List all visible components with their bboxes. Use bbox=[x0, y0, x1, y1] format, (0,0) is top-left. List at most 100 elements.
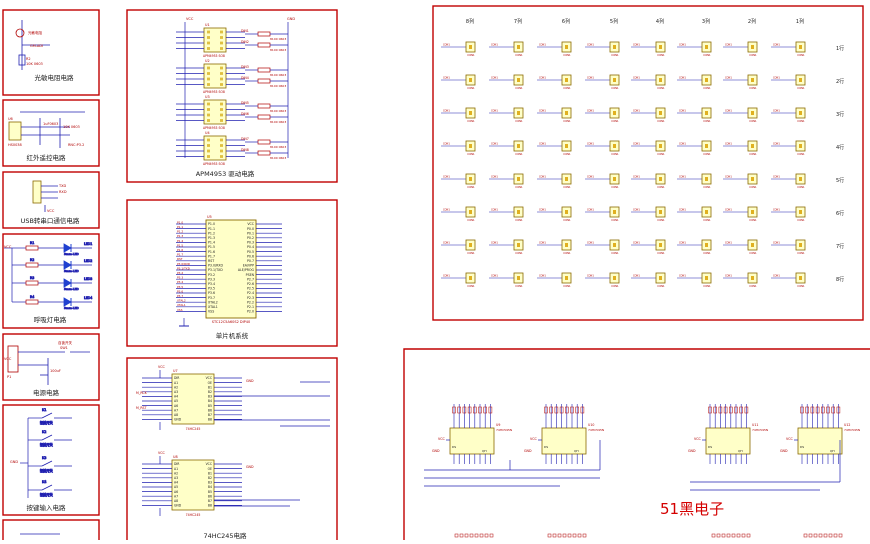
connector-pad bbox=[751, 78, 754, 82]
infrared-title: 红外遥控电路 bbox=[27, 153, 67, 162]
hc245-pin-left: DIR bbox=[174, 376, 180, 380]
matrix-cell-label: CON1 bbox=[563, 119, 571, 123]
matrix-column-label: 8列 bbox=[466, 18, 474, 25]
hc245-pin-left: A5 bbox=[174, 485, 178, 489]
shift-ref-label: U11 bbox=[752, 423, 758, 427]
connector-pad bbox=[565, 243, 568, 247]
matrix-net-label: CON1 bbox=[587, 242, 594, 245]
resistor bbox=[838, 533, 843, 538]
connector-pad bbox=[517, 210, 520, 214]
resistor bbox=[462, 406, 467, 414]
pin-pad bbox=[207, 119, 210, 122]
mcu-net-label-left: RST bbox=[177, 257, 183, 261]
connector-pad bbox=[469, 276, 472, 280]
pin-pad bbox=[207, 30, 210, 34]
hc245-pin-right: B1 bbox=[208, 385, 212, 389]
photo-title: 光敏电阻电路 bbox=[35, 73, 75, 82]
hc245-pin-left: A4 bbox=[174, 481, 178, 485]
mcu-pin-label-right: P0.6 bbox=[247, 254, 254, 258]
matrix-cell-label: CON1 bbox=[797, 152, 805, 156]
matrix-cell-label: CON1 bbox=[657, 53, 665, 57]
resistor bbox=[464, 533, 469, 538]
matrix-cell-label: CON1 bbox=[467, 152, 475, 156]
pin-pad bbox=[220, 30, 223, 34]
resistor bbox=[746, 533, 751, 538]
ir-label-5: HS0038 bbox=[8, 143, 22, 147]
matrix-cell-label: CON1 bbox=[703, 119, 711, 123]
matrix-column-label: 4列 bbox=[656, 18, 664, 25]
shift-gnd-label: GND bbox=[688, 449, 696, 453]
connector-pad bbox=[659, 45, 662, 49]
resistor bbox=[552, 533, 557, 538]
resistor bbox=[805, 406, 809, 414]
shift-pin-ds: DS bbox=[708, 445, 712, 449]
mcu-pin-label-left: P3.3 bbox=[208, 277, 215, 281]
photo-label-4: 10K 0603 bbox=[26, 62, 43, 66]
matrix-net-label: CON1 bbox=[491, 209, 498, 212]
shift-pin-qh: QH bbox=[482, 449, 487, 453]
usb-panel: TXD RXD VCC USB转串口通信电路 bbox=[2, 171, 100, 229]
matrix-cell-label: CON1 bbox=[563, 251, 571, 255]
led-resistor-label: R4 bbox=[30, 295, 34, 299]
mcu-pin-label-left: P3.6 bbox=[208, 291, 215, 295]
pin-pad bbox=[220, 119, 223, 122]
driver-net-label: DIN6 bbox=[241, 112, 249, 116]
matrix-net-label: CON1 bbox=[773, 44, 780, 47]
resistor bbox=[257, 114, 271, 120]
connector-pad bbox=[751, 276, 754, 280]
hc245-pin-left: A6 bbox=[174, 404, 178, 408]
resistor bbox=[741, 533, 746, 538]
matrix-net-label: CON1 bbox=[587, 44, 594, 47]
photo-label-2: GM-ADI bbox=[30, 44, 43, 48]
resistor bbox=[459, 533, 464, 538]
mcu-pin-label-left: P1.1 bbox=[208, 227, 215, 231]
ir-label-4: RNC:P3.2 bbox=[68, 143, 84, 147]
driver-net-label: DIN8 bbox=[241, 148, 249, 152]
driver-resistor-label: 8100 0603 bbox=[270, 84, 286, 88]
connector-pad bbox=[751, 210, 754, 214]
matrix-cell-label: CON1 bbox=[611, 86, 619, 90]
matrix-cell-label: CON1 bbox=[703, 53, 711, 57]
hc245-pin-right: B5 bbox=[208, 404, 212, 408]
shift-register-chip bbox=[541, 427, 587, 455]
matrix-cell-label: CON1 bbox=[797, 53, 805, 57]
matrix-net-label: CON1 bbox=[539, 275, 546, 278]
mcu-pin-label-left: XTAL1 bbox=[208, 305, 218, 309]
matrix-net-label: CON1 bbox=[679, 209, 686, 212]
matrix-cell-label: CON1 bbox=[467, 185, 475, 189]
matrix-net-label: CON1 bbox=[491, 44, 498, 47]
mcu-net-label-left: P1.5 bbox=[177, 243, 183, 247]
matrix-cell-label: CON1 bbox=[611, 119, 619, 123]
shift-gnd-label: GND bbox=[780, 449, 788, 453]
connector-pad bbox=[705, 243, 708, 247]
wire bbox=[41, 460, 53, 467]
extra-left-panel bbox=[2, 519, 100, 544]
matrix-cell-label: CON1 bbox=[703, 185, 711, 189]
pin-pad bbox=[220, 113, 223, 117]
connector-pad bbox=[705, 276, 708, 280]
connector-pad bbox=[751, 111, 754, 115]
matrix-cell-label: CON1 bbox=[467, 218, 475, 222]
usb-label-1: TXD bbox=[58, 184, 67, 188]
mcu-pin-label-right: P0.0 bbox=[247, 227, 254, 231]
usb-title: USB转串口通信电路 bbox=[21, 216, 80, 225]
mcu-net-label-left: P3.7 bbox=[177, 294, 183, 298]
matrix-cell-label: CON1 bbox=[515, 152, 523, 156]
hc245-pin-left: A3 bbox=[174, 390, 178, 394]
resistor bbox=[454, 533, 459, 538]
matrix-cell-label: CON1 bbox=[515, 251, 523, 255]
resistor bbox=[25, 280, 39, 286]
matrix-net-label: CON1 bbox=[679, 44, 686, 47]
mcu-pin-label-right: P2.5 bbox=[247, 287, 254, 291]
hc245-pin-left: A7 bbox=[174, 408, 178, 412]
matrix-net-label: CON1 bbox=[773, 143, 780, 146]
resistor bbox=[565, 406, 569, 414]
usb-label-3: VCC bbox=[47, 209, 55, 213]
usb-label-2: RXD bbox=[59, 190, 67, 194]
driver-resistor-label: 8100 0603 bbox=[270, 37, 286, 41]
matrix-cell-label: CON1 bbox=[749, 251, 757, 255]
mcu-pin-label-right: EA/VPP bbox=[243, 264, 254, 268]
pin-pad bbox=[207, 47, 210, 50]
